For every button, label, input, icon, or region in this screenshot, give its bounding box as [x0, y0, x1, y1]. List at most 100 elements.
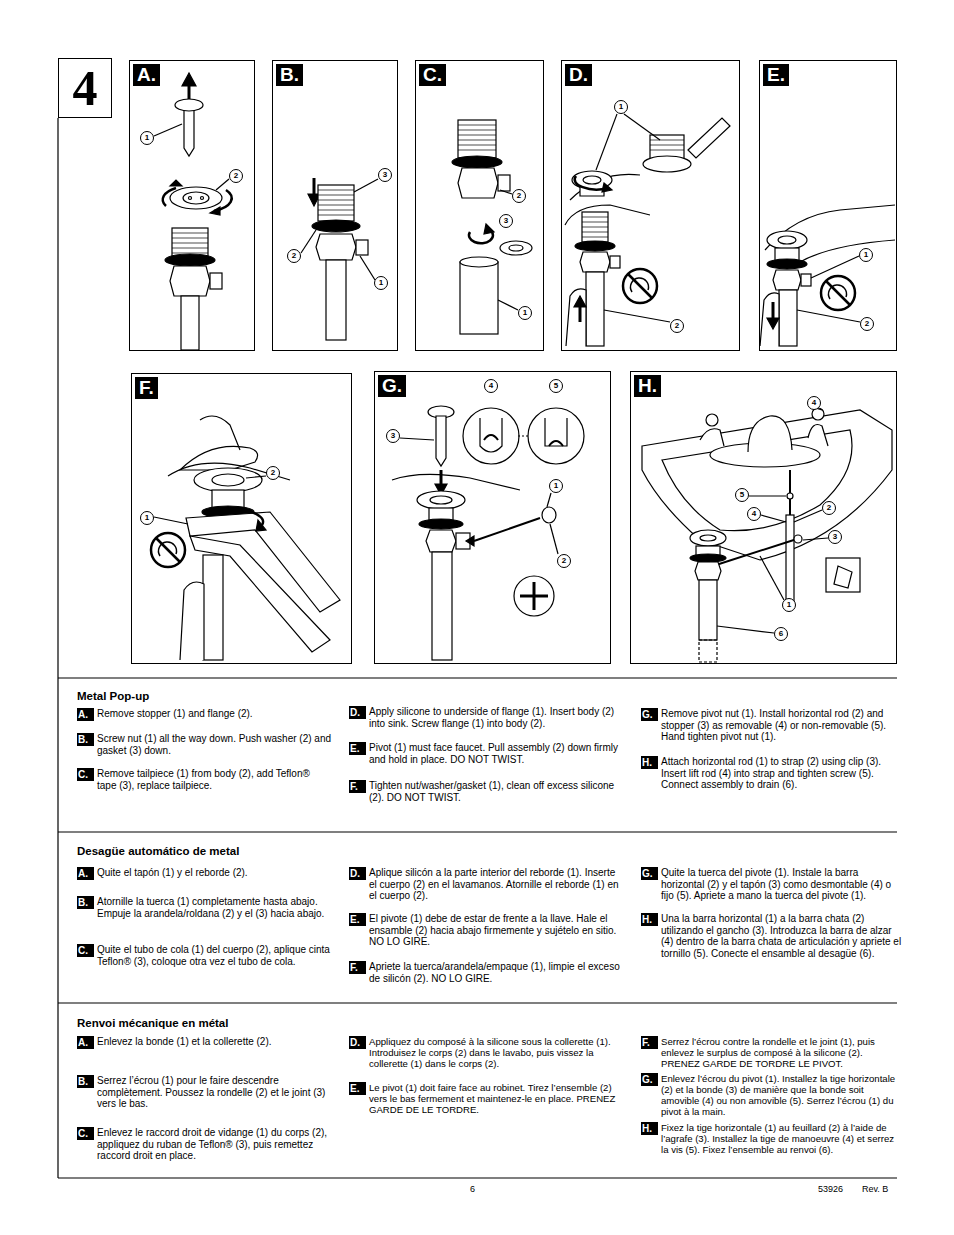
callout-number: 1: [859, 248, 873, 262]
callout-number: 2: [822, 501, 836, 515]
instruction-step: C.Enlevez le raccord droit de vidange (1…: [77, 1127, 332, 1162]
callout-number: 4: [807, 396, 821, 410]
instruction-step: C.Remove tailpiece (1) from body (2), ad…: [77, 768, 332, 791]
callout-number: 3: [386, 429, 400, 443]
callout-text: 6: [779, 630, 783, 638]
step-letter: E.: [349, 742, 366, 755]
instruction-step: F.Tighten nut/washer/gasket (1), clean o…: [349, 780, 624, 803]
callout-number: 3: [828, 530, 842, 544]
step-letter: F.: [349, 961, 366, 974]
figure-panel: A. 1 2: [129, 60, 255, 351]
callout-text: 1: [145, 514, 149, 522]
instruction-text: Enlevez le raccord droit de vidange (1) …: [97, 1127, 332, 1162]
step-number-box: 4: [58, 58, 112, 118]
panel-letter: D.: [565, 64, 592, 86]
callout-text: 5: [554, 382, 558, 390]
step-letter: H.: [641, 913, 658, 926]
instruction-text: Apply silicone to underside of flange (1…: [369, 706, 624, 729]
callout-text: 1: [864, 251, 868, 259]
instruction-step: E.El pivote (1) debe de estar de frente …: [349, 913, 624, 948]
step-letter: F.: [641, 1036, 658, 1049]
callout-text: 3: [383, 171, 387, 179]
callout-text: 2: [562, 557, 566, 565]
instruction-text: Quite el tapón (1) y el reborde (2).: [97, 867, 332, 879]
step-letter: H.: [641, 756, 658, 769]
step-letter: D.: [349, 706, 366, 719]
instruction-text: Remove stopper (1) and flange (2).: [97, 708, 332, 720]
page-number: 6: [470, 1184, 475, 1194]
section-heading: Desagüe automático de metal: [77, 845, 239, 857]
figure-panel: E. 1 2: [759, 60, 897, 351]
callout-number: 3: [378, 168, 392, 182]
instruction-text: Attach horizontal rod (1) to strap (2) u…: [661, 756, 903, 791]
instruction-step: D.Aplique silicón a la parte interior de…: [349, 867, 624, 902]
instruction-step: D.Apply silicone to underside of flange …: [349, 706, 624, 729]
step-number: 4: [73, 63, 98, 113]
callout-text: 2: [865, 320, 869, 328]
instruction-step: H.Attach horizontal rod (1) to strap (2)…: [641, 756, 903, 791]
instruction-step: H.Una la barra horizontal (1) a la barra…: [641, 913, 903, 959]
callout-number: 1: [518, 306, 532, 320]
callout-text: 4: [752, 510, 756, 518]
callout-number: 5: [549, 379, 563, 393]
instruction-step: G.Enlevez l’écrou du pivot (1). Installe…: [641, 1073, 903, 1117]
instruction-step: G.Remove pivot nut (1). Install horizont…: [641, 708, 903, 743]
instruction-text: Atornille la tuerca (1) completamente ha…: [97, 896, 332, 919]
panel-letter: G.: [378, 375, 406, 397]
step-letter: G.: [641, 1073, 658, 1086]
instruction-text: El pivote (1) debe de estar de frente a …: [369, 913, 624, 948]
instruction-text: Una la barra horizontal (1) a la barra c…: [661, 913, 903, 959]
figure-panel: B. 3 2 1: [272, 60, 398, 351]
figure-panel: D. 1 2: [561, 60, 740, 351]
step-letter: D.: [349, 867, 366, 880]
callout-number: 2: [557, 554, 571, 568]
instruction-step: A.Enlevez la bonde (1) et la collerette …: [77, 1036, 332, 1049]
instruction-text: Quite el tubo de cola (1) del cuerpo (2)…: [97, 944, 332, 967]
instruction-text: Serrez l’écrou (1) pour le faire descend…: [97, 1075, 332, 1110]
instruction-step: A.Quite el tapón (1) y el reborde (2).: [77, 867, 332, 880]
callout-text: 1: [523, 309, 527, 317]
callout-text: 1: [787, 601, 791, 609]
callout-text: 4: [812, 399, 816, 407]
instruction-step: B.Serrez l’écrou (1) pour le faire desce…: [77, 1075, 332, 1110]
callout-number: 2: [229, 169, 243, 183]
figure-panel: F.21: [131, 373, 352, 664]
instruction-text: Le pivot (1) doit faire face au robinet.…: [369, 1082, 624, 1115]
callout-number: 1: [782, 598, 796, 612]
instruction-text: Screw nut (1) all the way down. Push was…: [97, 733, 332, 756]
panel-letter: E.: [763, 64, 789, 86]
instruction-text: Quite la tuerca del pivote (1). Instale …: [661, 867, 903, 902]
instruction-step: H.Fixez la tige horizontale (1) au feuil…: [641, 1122, 903, 1155]
step-letter: E.: [349, 913, 366, 926]
instruction-text: Fixez la tige horizontale (1) au feuilla…: [661, 1122, 903, 1155]
callout-text: 4: [489, 382, 493, 390]
instruction-text: Serrez l’écrou contre la rondelle et le …: [661, 1036, 903, 1069]
callout-number: 1: [374, 276, 388, 290]
callout-text: 1: [619, 103, 623, 111]
instruction-step: E.Pivot (1) must face faucet. Pull assem…: [349, 742, 624, 765]
callout-text: 3: [391, 432, 395, 440]
instruction-text: Apriete la tuerca/arandela/empaque (1), …: [369, 961, 624, 984]
callout-text: 2: [234, 172, 238, 180]
panel-letter: B.: [276, 64, 303, 86]
instruction-step: B.Screw nut (1) all the way down. Push w…: [77, 733, 332, 756]
instruction-text: Aplique silicón a la parte interior del …: [369, 867, 624, 902]
callout-number: 1: [140, 131, 154, 145]
callout-number: 6: [774, 627, 788, 641]
panel-letter: A.: [133, 64, 160, 86]
callout-text: 5: [740, 491, 744, 499]
step-letter: D.: [349, 1036, 366, 1049]
step-letter: A.: [77, 708, 94, 721]
callout-text: 3: [504, 217, 508, 225]
callout-number: 2: [670, 319, 684, 333]
step-letter: G.: [641, 708, 658, 721]
panel-letter: H.: [634, 375, 661, 397]
callout-text: 2: [827, 504, 831, 512]
instruction-step: E.Le pivot (1) doit faire face au robine…: [349, 1082, 624, 1115]
section-heading: Renvoi mécanique en métal: [77, 1017, 228, 1029]
step-letter: C.: [77, 944, 94, 957]
callout-number: 2: [512, 189, 526, 203]
step-letter: G.: [641, 867, 658, 880]
callout-text: 1: [145, 134, 149, 142]
callout-text: 2: [292, 252, 296, 260]
